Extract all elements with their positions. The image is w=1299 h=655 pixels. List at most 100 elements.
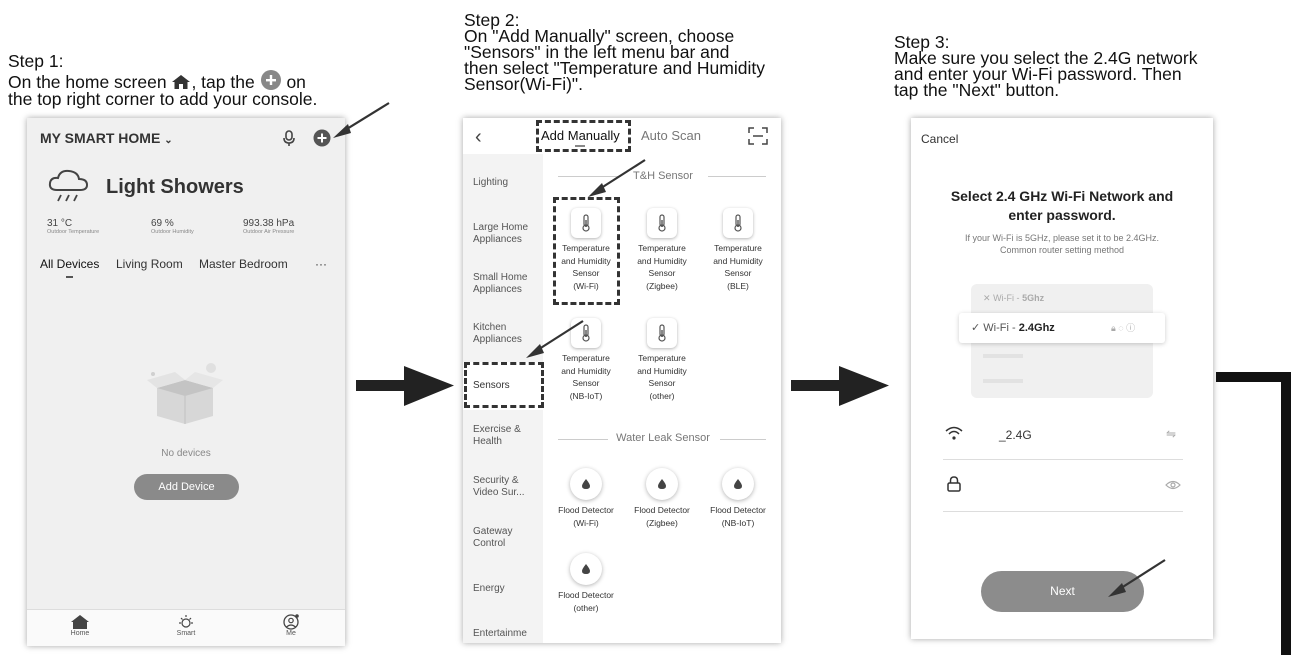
highlight-add-manually bbox=[536, 120, 631, 152]
cancel-button[interactable]: Cancel bbox=[921, 132, 959, 146]
home-nav-icon bbox=[55, 614, 105, 630]
network-row-24g: ✓ Wi-Fi - 2.4Ghz bbox=[971, 322, 1055, 334]
scan-icon[interactable] bbox=[748, 127, 768, 145]
flow-arrow-2 bbox=[791, 366, 889, 406]
add-manually-screen: ‹ Add Manually Auto Scan Lighting Large … bbox=[463, 118, 781, 643]
thermometer-icon bbox=[647, 208, 677, 238]
section-water-leak: Water Leak Sensor bbox=[616, 432, 710, 444]
flow-arrow-1 bbox=[356, 366, 454, 406]
home-icon bbox=[171, 74, 191, 90]
eye-icon[interactable] bbox=[1165, 480, 1181, 490]
sidebar-item-large-home-appliances[interactable]: Large Home Appliances bbox=[473, 222, 529, 245]
switch-network-icon[interactable]: ⇋ bbox=[1166, 427, 1177, 441]
empty-state-text: No devices bbox=[161, 448, 211, 459]
sidebar-item-lighting[interactable]: Lighting bbox=[473, 177, 509, 188]
tab-living-room[interactable]: Living Room bbox=[116, 257, 183, 271]
sidebar-item-exercise-health[interactable]: Exercise & Health bbox=[473, 424, 521, 447]
rain-cloud-icon bbox=[47, 166, 91, 206]
network-placeholder-row bbox=[983, 379, 1023, 383]
device-th-wifi[interactable]: Temperature and Humidity Sensor (Wi-Fi) bbox=[550, 208, 622, 292]
section-divider bbox=[558, 439, 608, 440]
device-flood-nbiot[interactable]: Flood Detector (NB-IoT) bbox=[702, 468, 774, 529]
tab-auto-scan[interactable]: Auto Scan bbox=[641, 128, 701, 143]
step1-caption: Step 1: On the home screen , tap the on … bbox=[8, 51, 318, 109]
device-flood-wifi[interactable]: Flood Detector (Wi-Fi) bbox=[550, 468, 622, 529]
nav-me[interactable]: Me bbox=[266, 614, 316, 637]
wifi-setup-screen: Cancel Select 2.4 GHz Wi-Fi Network and … bbox=[911, 118, 1213, 639]
network-row-24g-card bbox=[959, 313, 1165, 343]
weather-title: Light Showers bbox=[106, 176, 244, 198]
add-device-button[interactable]: Add Device bbox=[134, 474, 239, 500]
sidebar-item-security-video[interactable]: Security & Video Sur... bbox=[473, 475, 525, 498]
tab-active-indicator bbox=[575, 145, 585, 147]
sidebar-item-kitchen-appliances[interactable]: Kitchen Appliances bbox=[473, 322, 522, 345]
water-drop-icon bbox=[646, 468, 678, 500]
back-chevron-icon[interactable]: ‹ bbox=[475, 126, 482, 148]
category-sidebar: Lighting Large Home Appliances Small Hom… bbox=[463, 154, 543, 643]
weather-stat-pressure: 993.38 hPa Outdoor Air Pressure bbox=[243, 218, 295, 235]
empty-box-illustration bbox=[145, 360, 225, 430]
device-th-other[interactable]: Temperature and Humidity Sensor (other) bbox=[626, 318, 698, 402]
highlight-th-wifi bbox=[553, 197, 620, 305]
add-device-plus-button[interactable] bbox=[313, 129, 331, 147]
wifi-setup-subtitle: If your Wi-Fi is 5GHz, please set it to … bbox=[964, 233, 1160, 255]
thermometer-icon bbox=[571, 208, 601, 238]
password-input[interactable] bbox=[999, 474, 1149, 494]
microphone-icon[interactable] bbox=[281, 129, 297, 147]
device-th-nbiot[interactable]: Temperature and Humidity Sensor (NB-IoT) bbox=[550, 318, 622, 402]
tab-master-bedroom[interactable]: Master Bedroom bbox=[199, 257, 288, 271]
device-th-zigbee[interactable]: Temperature and Humidity Sensor (Zigbee) bbox=[626, 208, 698, 292]
sidebar-item-energy[interactable]: Energy bbox=[473, 583, 505, 594]
step2-pointer-arrow-1 bbox=[588, 159, 646, 197]
sidebar-item-gateway-control[interactable]: Gateway Control bbox=[473, 526, 513, 549]
tab-active-indicator bbox=[66, 276, 73, 278]
water-drop-icon bbox=[722, 468, 754, 500]
continuation-line-horizontal bbox=[1216, 372, 1291, 382]
sidebar-item-entertainment[interactable]: Entertainme bbox=[473, 628, 527, 639]
step1-caption-line2: the top right corner to add your console… bbox=[8, 89, 318, 109]
field-divider bbox=[943, 459, 1183, 460]
section-divider bbox=[558, 176, 618, 177]
sidebar-item-sensors-highlight bbox=[463, 362, 543, 410]
network-placeholder-row bbox=[983, 354, 1023, 358]
step3-pointer-arrow bbox=[1108, 559, 1166, 597]
network-row-5g: ✕ Wi-Fi - 5Ghz bbox=[983, 293, 1045, 303]
step1-caption-line1: On the home screen , tap the on bbox=[8, 69, 317, 91]
user-icon bbox=[266, 614, 316, 630]
section-th-sensor: T&H Sensor bbox=[633, 170, 693, 182]
thermometer-icon bbox=[647, 318, 677, 348]
sun-icon bbox=[161, 614, 211, 630]
section-divider bbox=[708, 176, 766, 177]
water-drop-icon bbox=[570, 553, 602, 585]
tab-add-manually[interactable]: Add Manually bbox=[541, 128, 620, 143]
plus-circle-icon bbox=[260, 69, 282, 91]
chevron-down-icon: ⌄ bbox=[164, 135, 173, 146]
field-divider bbox=[943, 511, 1183, 512]
nav-home[interactable]: Home bbox=[55, 614, 105, 637]
sidebar-item-sensors[interactable]: Sensors bbox=[473, 380, 510, 391]
home-header-title[interactable]: MY SMART HOME ⌄ bbox=[40, 130, 173, 146]
home-screen: MY SMART HOME ⌄ Light Showers 31 °C Outd… bbox=[27, 118, 345, 646]
highlight-sensors bbox=[464, 362, 544, 408]
lock-wifi-info-icons: 🔒︎ ◌ ⓘ bbox=[1111, 323, 1136, 333]
ssid-field[interactable]: _2.4G bbox=[999, 428, 1032, 442]
nav-smart[interactable]: Smart bbox=[161, 614, 211, 637]
step2-caption: Step 2: On "Add Manually" screen, choose… bbox=[464, 10, 765, 94]
step3-caption: Step 3: Make sure you select the 2.4G ne… bbox=[894, 32, 1198, 100]
device-th-ble[interactable]: Temperature and Humidity Sensor (BLE) bbox=[702, 208, 774, 292]
step2-pointer-arrow-2 bbox=[526, 320, 584, 358]
lock-icon bbox=[947, 476, 961, 492]
sidebar-item-small-home-appliances[interactable]: Small Home Appliances bbox=[473, 272, 528, 295]
tab-all-devices[interactable]: All Devices bbox=[40, 257, 100, 271]
device-flood-other[interactable]: Flood Detector (other) bbox=[550, 553, 622, 614]
step1-caption-heading: Step 1: bbox=[8, 51, 64, 71]
device-flood-zigbee[interactable]: Flood Detector (Zigbee) bbox=[626, 468, 698, 529]
continuation-line-vertical bbox=[1281, 372, 1291, 655]
more-tabs-button[interactable]: ··· bbox=[315, 257, 327, 271]
weather-stat-humidity: 69 % Outdoor Humidity bbox=[151, 218, 194, 235]
thermometer-icon bbox=[571, 318, 601, 348]
wifi-icon bbox=[945, 426, 963, 440]
water-drop-icon bbox=[570, 468, 602, 500]
section-divider bbox=[720, 439, 766, 440]
bottom-nav: Home Smart Me bbox=[27, 609, 345, 646]
